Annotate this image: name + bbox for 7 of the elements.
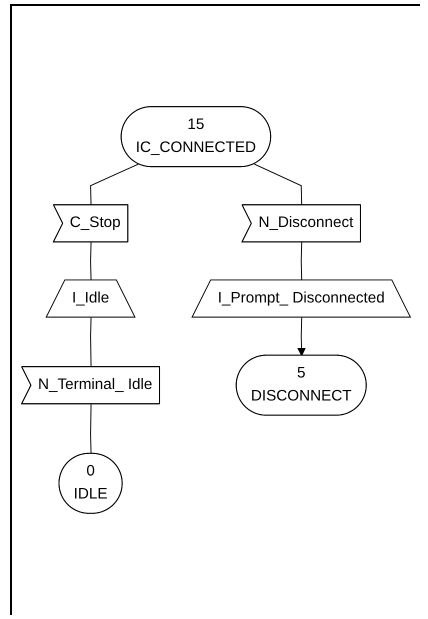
connector [90,316,92,368]
arrow [297,316,306,356]
connector [90,403,92,454]
connector [254,163,302,206]
connector [90,241,92,280]
connector [300,241,302,280]
connector [90,163,139,206]
